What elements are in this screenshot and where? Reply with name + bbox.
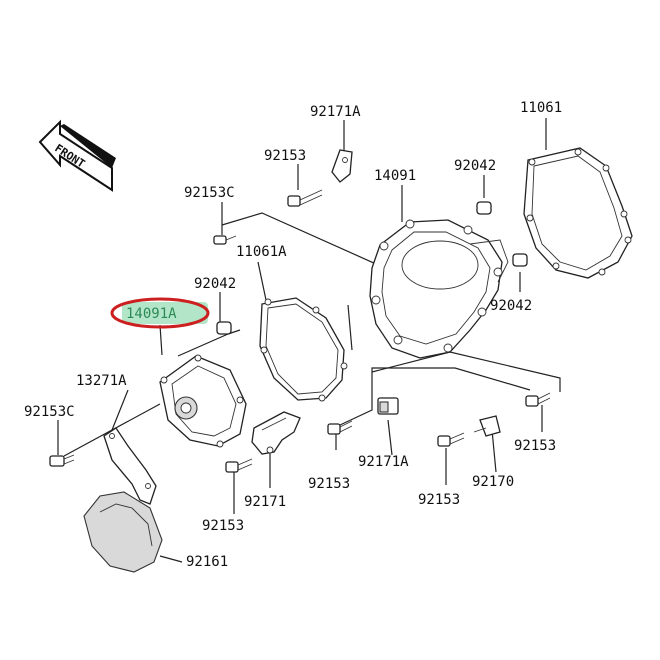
label-92042-lower: 92042 bbox=[490, 298, 532, 314]
clip-92170 bbox=[473, 415, 501, 437]
label-92153-bot: 92153 bbox=[418, 492, 460, 508]
gasket-11061 bbox=[523, 147, 633, 279]
label-13271A: 13271A bbox=[76, 373, 127, 389]
label-92171: 92171 bbox=[244, 494, 286, 510]
label-92171A-mid: 92171A bbox=[358, 454, 409, 470]
label-92153-top: 92153 bbox=[264, 148, 306, 164]
label-92153-left: 92153 bbox=[202, 518, 244, 534]
bolt-92153C-left bbox=[49, 454, 75, 467]
dowel-pin-left bbox=[216, 321, 232, 335]
bracket-13271A bbox=[103, 427, 157, 505]
label-92042-left: 92042 bbox=[194, 276, 236, 292]
bolt-92153-left bbox=[225, 458, 253, 473]
bolt-92153-bot bbox=[437, 432, 465, 447]
label-14091: 14091 bbox=[374, 168, 416, 184]
label-11061: 11061 bbox=[520, 100, 562, 116]
bracket-92171A-top bbox=[331, 149, 353, 183]
dowel-pin-lower bbox=[512, 253, 528, 267]
label-92161: 92161 bbox=[186, 554, 228, 570]
label-92153-mid: 92153 bbox=[308, 476, 350, 492]
cover-14091A bbox=[159, 354, 247, 448]
generator-cover-14091 bbox=[369, 219, 509, 359]
label-92153C-top: 92153C bbox=[184, 185, 235, 201]
bolt-92153-top bbox=[287, 189, 323, 207]
bolt-92153-right bbox=[525, 392, 551, 407]
bolt-92153C-top bbox=[213, 235, 237, 245]
gasket-11061A bbox=[259, 297, 348, 402]
label-92171A-top: 92171A bbox=[310, 104, 361, 120]
clamp-92171 bbox=[251, 411, 301, 455]
label-14091A: 14091A bbox=[126, 306, 177, 322]
bolt-92153-mid bbox=[327, 420, 353, 435]
dowel-pin-upper bbox=[476, 201, 492, 215]
label-92042-right: 92042 bbox=[454, 158, 496, 174]
label-92170: 92170 bbox=[472, 474, 514, 490]
front-arrow: FRONT bbox=[38, 119, 116, 192]
clip-92171A-mid bbox=[377, 397, 399, 415]
label-92153C-left: 92153C bbox=[24, 404, 75, 420]
highlight-14091A bbox=[110, 297, 210, 329]
leader-lines bbox=[57, 118, 561, 563]
cover-92161 bbox=[83, 491, 163, 573]
label-11061A: 11061A bbox=[236, 244, 287, 260]
label-92153-right: 92153 bbox=[514, 438, 556, 454]
